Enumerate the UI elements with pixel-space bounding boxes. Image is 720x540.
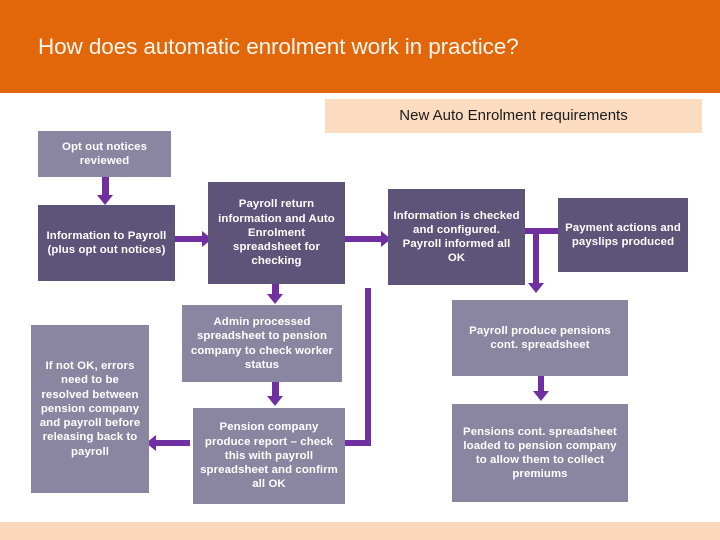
connector-payroll-to-return <box>175 236 204 242</box>
flow-node-label: Payroll return information and Auto Enro… <box>218 198 335 268</box>
flow-node-label: If not OK, errors need to be resolved be… <box>39 360 141 458</box>
connector-return-to-admin <box>272 284 279 297</box>
connector-optout-to-payroll <box>102 176 109 198</box>
arrowhead-payroll-to-return <box>202 231 212 247</box>
connector-admin-to-report <box>272 382 279 398</box>
flow-node-payment-actions-payslips[interactable]: Payment actions and payslips produced <box>558 198 688 272</box>
flow-node-label: Pensions cont. spreadsheet loaded to pen… <box>463 425 617 481</box>
flow-node-payroll-produce-pensions-cont[interactable]: Payroll produce pensions cont. spreadshe… <box>452 300 628 376</box>
subtitle-text: New Auto Enrolment requirements <box>399 107 628 124</box>
flow-node-label: Information is checked and configured. P… <box>393 209 520 265</box>
arrowhead-return-to-admin <box>267 294 283 304</box>
header-bar <box>0 0 720 93</box>
flow-node-label: Information to Payroll (plus opt out not… <box>46 229 167 256</box>
arrowhead-produce-to-loaded <box>533 391 549 401</box>
flow-node-label: Opt out notices reviewed <box>61 140 148 167</box>
connector-checked-to-produce <box>533 228 539 285</box>
flow-node-opt-out-notices-reviewed[interactable]: Opt out notices reviewed <box>38 131 171 177</box>
flow-node-label: Pension company produce report – check t… <box>200 421 338 491</box>
arrowhead-report-to-ifnotok <box>146 435 156 451</box>
arrowhead-optout-to-payroll <box>97 195 113 205</box>
flow-node-pension-company-produce-report[interactable]: Pension company produce report – check t… <box>193 408 345 504</box>
arrowhead-return-to-checked <box>381 231 391 247</box>
flow-node-label: Payroll produce pensions cont. spreadshe… <box>469 324 611 351</box>
subtitle-banner: New Auto Enrolment requirements <box>325 99 702 133</box>
connector-loop-vertical <box>365 288 371 446</box>
flow-node-admin-processed-spreadsheet[interactable]: Admin processed spreadsheet to pension c… <box>182 305 342 382</box>
connector-loop-horizontal <box>345 440 371 446</box>
flow-node-information-to-payroll[interactable]: Information to Payroll (plus opt out not… <box>38 205 175 281</box>
arrowhead-admin-to-report <box>267 396 283 406</box>
page-title: How does automatic enrolment work in pra… <box>38 34 519 59</box>
arrowhead-checked-to-produce <box>528 283 544 293</box>
footer-bar <box>0 522 720 540</box>
flow-node-information-is-checked[interactable]: Information is checked and configured. P… <box>388 189 525 285</box>
flow-node-payroll-return-information[interactable]: Payroll return information and Auto Enro… <box>208 182 345 284</box>
flow-node-if-not-ok-errors[interactable]: If not OK, errors need to be resolved be… <box>31 325 149 493</box>
connector-report-to-ifnotok <box>155 440 190 446</box>
flow-node-pensions-cont-loaded[interactable]: Pensions cont. spreadsheet loaded to pen… <box>452 404 628 502</box>
flow-node-label: Admin processed spreadsheet to pension c… <box>190 316 334 371</box>
flow-node-label: Payment actions and payslips produced <box>565 221 681 248</box>
connector-checked-to-payment-h <box>525 228 565 234</box>
connector-return-to-checked <box>345 236 384 242</box>
connector-produce-to-loaded <box>538 376 544 393</box>
